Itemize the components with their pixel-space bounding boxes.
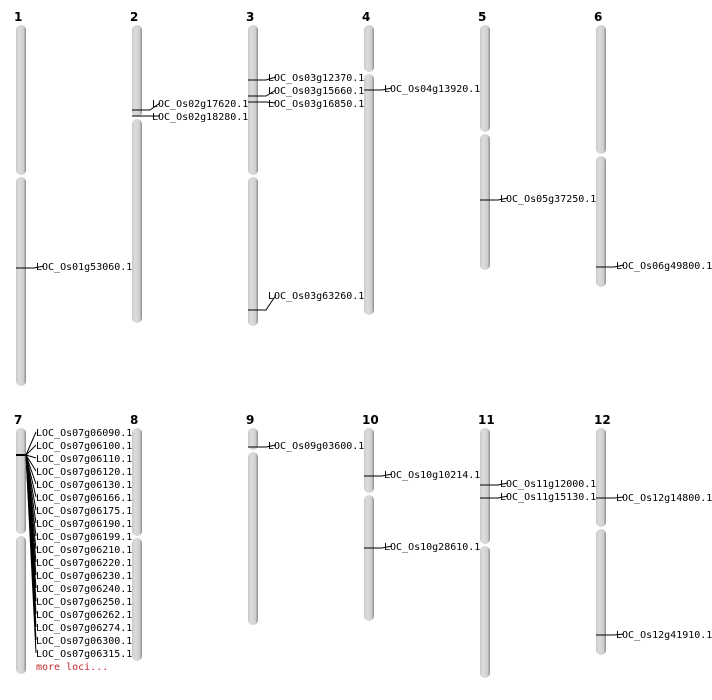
locus-connector xyxy=(490,482,509,486)
chromosome-arm-p[interactable] xyxy=(248,428,258,450)
locus-label[interactable]: LOC_Os07g06250.1 xyxy=(36,597,132,608)
chromosome-number: 8 xyxy=(130,413,138,427)
chromosome-number: 6 xyxy=(594,10,602,24)
locus-label[interactable]: LOC_Os02g18280.1 xyxy=(152,112,248,123)
chromosome-arm-p[interactable] xyxy=(596,25,606,154)
chromosome-arm-q[interactable] xyxy=(132,119,142,323)
chromosome-arm-p[interactable] xyxy=(364,428,374,493)
chromosome-number: 12 xyxy=(594,413,611,427)
locus-connector xyxy=(374,87,393,91)
locus-label[interactable]: LOC_Os07g06090.1 xyxy=(36,428,132,439)
chromosome-arm-p[interactable] xyxy=(132,25,142,117)
locus-label[interactable]: LOC_Os07g06120.1 xyxy=(36,467,132,478)
chromosome-arm-p[interactable] xyxy=(596,428,606,527)
locus-connector xyxy=(142,102,161,111)
locus-connector xyxy=(258,89,277,97)
locus-label[interactable]: LOC_Os07g06210.1 xyxy=(36,545,132,556)
chromosome-arm-p[interactable] xyxy=(16,428,26,534)
locus-label[interactable]: LOC_Os04g13920.1 xyxy=(384,84,480,95)
locus-label[interactable]: LOC_Os05g37250.1 xyxy=(500,194,596,205)
locus-label[interactable]: LOC_Os06g49800.1 xyxy=(616,261,712,272)
locus-label[interactable]: LOC_Os07g06166.1 xyxy=(36,493,132,504)
locus-label[interactable]: LOC_Os03g12370.1 xyxy=(268,73,364,84)
chromosome-arm-p[interactable] xyxy=(480,428,490,544)
locus-label[interactable]: LOC_Os07g06262.1 xyxy=(36,610,132,621)
chromosome-arm-q[interactable] xyxy=(248,452,258,625)
locus-label[interactable]: LOC_Os07g06220.1 xyxy=(36,558,132,569)
chromosome-number: 2 xyxy=(130,10,138,24)
locus-label[interactable]: LOC_Os07g06300.1 xyxy=(36,636,132,647)
locus-label[interactable]: LOC_Os07g06100.1 xyxy=(36,441,132,452)
locus-label[interactable]: LOC_Os02g17620.1 xyxy=(152,99,248,110)
locus-connector xyxy=(25,454,37,472)
locus-label[interactable]: LOC_Os07g06230.1 xyxy=(36,571,132,582)
locus-connector xyxy=(258,101,277,104)
chromosome-arm-q[interactable] xyxy=(596,529,606,655)
chromosome-number: 7 xyxy=(14,413,22,427)
locus-label[interactable]: LOC_Os10g28610.1 xyxy=(384,542,480,553)
more-loci-link[interactable]: more loci... xyxy=(36,662,108,673)
locus-label[interactable]: LOC_Os12g41910.1 xyxy=(616,630,712,641)
locus-connector xyxy=(490,197,509,201)
locus-label[interactable]: LOC_Os09g03600.1 xyxy=(268,441,364,452)
chromosome-arm-q[interactable] xyxy=(596,156,606,287)
locus-label[interactable]: LOC_Os07g06274.1 xyxy=(36,623,132,634)
chromosome-arm-q[interactable] xyxy=(480,546,490,678)
locus-label[interactable]: LOC_Os07g06315.1 xyxy=(36,649,132,660)
locus-connector xyxy=(26,265,45,269)
locus-connector xyxy=(25,454,37,654)
locus-connector xyxy=(490,495,509,499)
locus-connector xyxy=(258,444,277,448)
locus-label[interactable]: LOC_Os07g06110.1 xyxy=(36,454,132,465)
chromosome-arm-p[interactable] xyxy=(248,25,258,175)
locus-connector xyxy=(606,264,625,268)
chromosome-arm-q[interactable] xyxy=(16,177,26,386)
chromosome-arm-q[interactable] xyxy=(364,495,374,621)
locus-label[interactable]: LOC_Os12g14800.1 xyxy=(616,493,712,504)
chromosome-number: 10 xyxy=(362,413,379,427)
locus-connector xyxy=(258,76,277,81)
chromosome-arm-p[interactable] xyxy=(364,25,374,72)
locus-connector xyxy=(606,496,625,499)
chromosome-number: 3 xyxy=(246,10,254,24)
locus-connector xyxy=(25,454,37,459)
locus-connector xyxy=(606,633,625,636)
locus-label[interactable]: LOC_Os07g06175.1 xyxy=(36,506,132,517)
chromosome-arm-q[interactable] xyxy=(16,536,26,674)
locus-label[interactable]: LOC_Os01g53060.1 xyxy=(36,262,132,273)
locus-label[interactable]: LOC_Os07g06199.1 xyxy=(36,532,132,543)
chromosome-number: 1 xyxy=(14,10,22,24)
locus-connector xyxy=(25,431,37,456)
locus-label[interactable]: LOC_Os10g10214.1 xyxy=(384,470,480,481)
chromosome-arm-q[interactable] xyxy=(480,134,490,270)
locus-connector xyxy=(374,545,393,549)
chromosome-arm-p[interactable] xyxy=(480,25,490,132)
locus-label[interactable]: LOC_Os11g12000.1 xyxy=(500,479,596,490)
locus-label[interactable]: LOC_Os03g16850.1 xyxy=(268,99,364,110)
chromosome-number: 11 xyxy=(478,413,495,427)
locus-label[interactable]: LOC_Os03g63260.1 xyxy=(268,291,364,302)
chromosome-number: 4 xyxy=(362,10,370,24)
chromosome-arm-q[interactable] xyxy=(364,74,374,315)
locus-connector xyxy=(258,294,277,311)
locus-label[interactable]: LOC_Os11g15130.1 xyxy=(500,492,596,503)
chromosome-arm-p[interactable] xyxy=(16,25,26,175)
locus-label[interactable]: LOC_Os07g06190.1 xyxy=(36,519,132,530)
chromosome-number: 5 xyxy=(478,10,486,24)
locus-label[interactable]: LOC_Os07g06240.1 xyxy=(36,584,132,595)
locus-connector xyxy=(25,444,37,456)
chromosome-arm-q[interactable] xyxy=(132,538,142,661)
locus-label[interactable]: LOC_Os03g15660.1 xyxy=(268,86,364,97)
chromosome-arm-p[interactable] xyxy=(132,428,142,536)
locus-connector xyxy=(374,473,393,477)
chromosome-arm-q[interactable] xyxy=(248,177,258,326)
locus-connector xyxy=(25,454,37,485)
chromosome-number: 9 xyxy=(246,413,254,427)
locus-label[interactable]: LOC_Os07g06130.1 xyxy=(36,480,132,491)
